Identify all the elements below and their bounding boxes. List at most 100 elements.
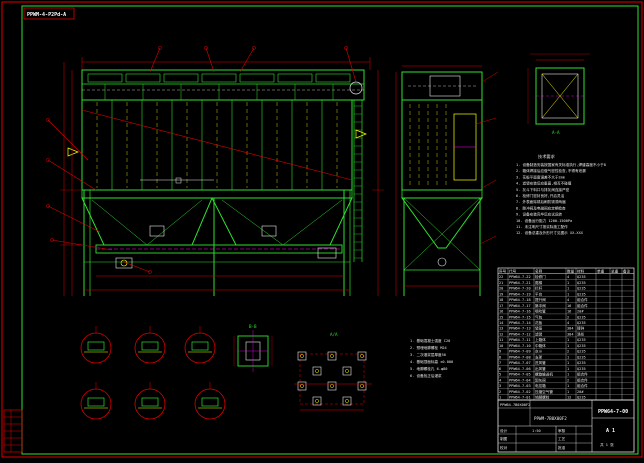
- detail-circle: [184, 332, 216, 364]
- tech-note-line: 10. 设备运行阻力 1200-1500Pa: [516, 218, 572, 223]
- bom-cell: PPW64-7-13: [509, 327, 531, 331]
- bom-cell: PPW64-7-08: [509, 355, 531, 359]
- foundation-note-line: 6. 设备找正后灌浆: [410, 373, 442, 378]
- bom-cell: 组合件: [577, 377, 588, 382]
- tech-note-line: 4. 滤袋安装后应垂直,相互不碰撞: [516, 181, 572, 186]
- leader-balloon: [148, 270, 152, 274]
- bom-cell: 16: [567, 304, 571, 308]
- bom-cell: 镀锌: [577, 326, 585, 331]
- detail-part: [87, 397, 105, 407]
- tb-process: 工艺: [558, 436, 566, 441]
- bom-cell: 19: [499, 292, 503, 296]
- anchor-bolt: [300, 354, 304, 358]
- foundation-pier: [312, 396, 322, 406]
- bom-cell: PPW64-7-10: [509, 344, 531, 348]
- bom-header-cell: 代号: [509, 268, 517, 273]
- bom-cell: 中箱体: [535, 343, 546, 348]
- bom-header-cell: 名称: [535, 268, 543, 273]
- bom-cell: 384: [567, 327, 574, 331]
- bom-cell: 11: [499, 338, 503, 342]
- foundation-note-line: 2. 预埋地脚螺栓 M24: [410, 345, 447, 350]
- bom-cell: 2: [499, 390, 501, 394]
- foundation-pier: [312, 366, 322, 376]
- bom-cell: 12: [499, 332, 503, 336]
- anchor-bolt: [330, 354, 334, 358]
- leader-line: [47, 205, 101, 233]
- section-bb-view: B-B: [233, 324, 273, 372]
- manifold-segment: [239, 73, 275, 83]
- bom-cell: PPW64-7-06: [509, 367, 531, 371]
- tech-note-line: 9. 设备安装完毕后应试运转: [516, 212, 562, 217]
- bom-cell: 喷吹管: [535, 309, 546, 314]
- foundation-pier: [327, 351, 337, 361]
- leader-line: [345, 47, 357, 83]
- detail-callouts: [80, 326, 226, 420]
- tech-note-line: 5. 灰斗下料口与排灰阀连接严密: [516, 187, 570, 192]
- manifold-segment: [163, 73, 199, 83]
- tb-design: 设计: [500, 428, 508, 433]
- tb-draw: 制图: [500, 436, 508, 441]
- tech-notes-title: 技术要求: [538, 153, 556, 160]
- bom-header-cell: 备注: [623, 268, 631, 273]
- bom-cell: 20#: [577, 390, 584, 394]
- bom-cell: PPW64-7-17: [509, 304, 531, 308]
- tech-note-line: 2. 箱体焊接后应做气密性检查,不得有泄漏: [516, 168, 586, 173]
- bom-cell: 1: [567, 390, 569, 394]
- foundation-label: A/A: [330, 332, 338, 337]
- bom-cell: 18: [499, 298, 503, 302]
- bom-cell: Q235: [577, 321, 586, 325]
- bom-cell: 4: [499, 378, 501, 382]
- bom-cell: PPW64-7-07: [509, 361, 531, 365]
- bom-cell: 14: [499, 321, 503, 325]
- bom-cell: 384: [567, 332, 574, 336]
- bom-cell: 17: [499, 304, 503, 308]
- bom-cell: 22: [499, 275, 503, 279]
- leader-line: [51, 239, 113, 251]
- bom-cell: PPW64-7-22: [509, 275, 531, 279]
- bom-cell: 气包: [535, 314, 543, 319]
- bom-cell: Q235: [577, 350, 586, 354]
- bom-header-cell: 总重: [611, 268, 619, 273]
- detail-part: [141, 397, 159, 407]
- detail-part: [141, 341, 159, 351]
- bom-cell: 4: [567, 298, 569, 302]
- bom-cell: 2: [567, 378, 569, 382]
- anchor-bolt: [360, 354, 364, 358]
- bom-cell: Q235: [577, 338, 586, 342]
- left-stamp-table: [3, 409, 23, 453]
- bom-cell: 1: [567, 355, 569, 359]
- bom-cell: 10: [499, 344, 503, 348]
- tb-approve: 批准: [558, 445, 566, 450]
- bom-cell: 1: [567, 361, 569, 365]
- bom-cell: 栏杆: [535, 286, 543, 291]
- bom-cell: 12: [567, 396, 571, 400]
- foundation-note-line: 3. 二次灌浆层厚度50: [410, 352, 446, 357]
- plan-aa-label: A-A: [552, 130, 560, 135]
- bom-header-cell: 数量: [567, 268, 575, 273]
- bom-cell: 7: [499, 361, 501, 365]
- manifold-segment: [87, 73, 123, 83]
- inner-frame: [21, 5, 639, 455]
- section-bb-label: B-B: [249, 324, 257, 329]
- leader-balloon: [46, 158, 50, 162]
- bom-cell: 5: [499, 373, 501, 377]
- bom-cell: 涤纶: [577, 331, 585, 336]
- bom-cell: 提升阀: [535, 297, 546, 302]
- bom-cell: 1: [567, 292, 569, 296]
- bom-cell: 1: [499, 396, 501, 400]
- leader-line: [239, 47, 255, 73]
- bom-cell: PPW64-7-18: [509, 298, 531, 302]
- tech-note-line: 1. 设备制造安装按国家有关标准执行,焊缝高度不小于8: [516, 162, 606, 167]
- bom-cell: PPW64-7-19: [509, 292, 531, 296]
- foundation-pier: [297, 351, 307, 361]
- bom-cell: 灰斗: [535, 349, 543, 354]
- foundation-pier: [342, 396, 352, 406]
- corner-tag: PPWM-4-P2Pd-A: [23, 7, 75, 20]
- leader-balloon: [252, 46, 256, 50]
- bom-cell: 花板: [535, 320, 543, 325]
- bom-cell: 21: [499, 281, 503, 285]
- bom-cell: 组合件: [577, 303, 588, 308]
- side-elevation-view: [395, 65, 499, 296]
- bom-cell: PPW64-7-12: [509, 332, 531, 336]
